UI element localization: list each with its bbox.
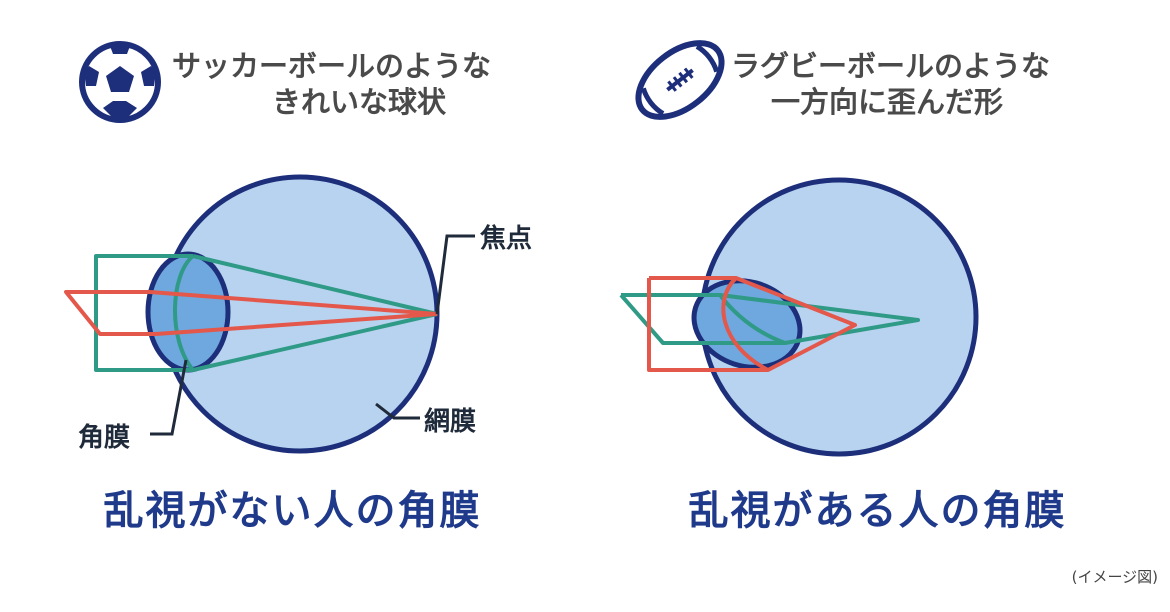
green-ray [94,254,193,372]
green-ray-refracted [173,254,438,373]
focus-leader-line [435,234,475,315]
panel-with-astigmatism: ラグビーボールのような 一方向に歪んだ形 乱視がある人の角膜 [585,0,1170,612]
right-caption: 乱視がある人の角膜 [688,488,1067,534]
soccer-ball-icon [79,41,161,123]
right-diagram [619,40,979,457]
green-ray [619,293,920,345]
panel-no-astigmatism: サッカーボールのような きれいな球状 焦点 角膜 網膜 乱視がない人の角膜 [64,41,533,534]
left-header: サッカーボールのような きれいな球状 [172,48,491,120]
cornea-leader-line [150,359,188,436]
right-header-line1: ラグビーボールのような [731,49,1051,83]
image-note: (イメージ図) [1071,568,1158,586]
left-header-line2: きれいな球状 [272,85,447,119]
red-ray [647,276,857,372]
retina-leader-line [375,402,420,420]
cornea [145,251,231,373]
cornea-label: 角膜 [78,423,131,453]
rugby-ball-icon [635,40,725,120]
left-caption: 乱視がない人の角膜 [103,488,482,534]
right-header: ラグビーボールのような 一方向に歪んだ形 [731,48,1050,120]
left-diagram [64,41,475,454]
retina-label: 網膜 [424,407,477,437]
right-header-line2: 一方向に歪んだ形 [771,85,1004,119]
focus-label: 焦点 [480,224,533,254]
left-header-line1: サッカーボールのような [172,49,492,83]
red-ray [64,290,156,336]
